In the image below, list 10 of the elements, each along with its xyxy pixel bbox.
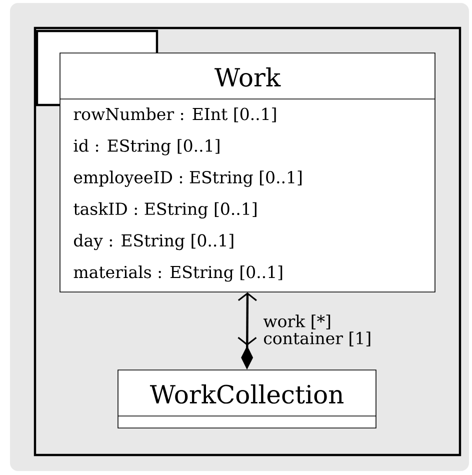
- attribute-text: rowNumber : EInt [0..1]: [74, 107, 276, 122]
- class-name: WorkCollection: [150, 384, 344, 404]
- attribute-text: employeeID : EString [0..1]: [74, 170, 302, 187]
- attribute-text: id : EString [0..1]: [74, 139, 220, 156]
- class-name: Work: [214, 67, 281, 87]
- edge-label: work [*]: [263, 314, 330, 330]
- attribute-text: materials : EString [0..1]: [74, 265, 282, 282]
- role-label: container [1]: [264, 332, 370, 346]
- attribute-text: taskID : EString [0..1]: [74, 202, 256, 218]
- attribute-text: day : EString [0..1]: [74, 234, 234, 250]
